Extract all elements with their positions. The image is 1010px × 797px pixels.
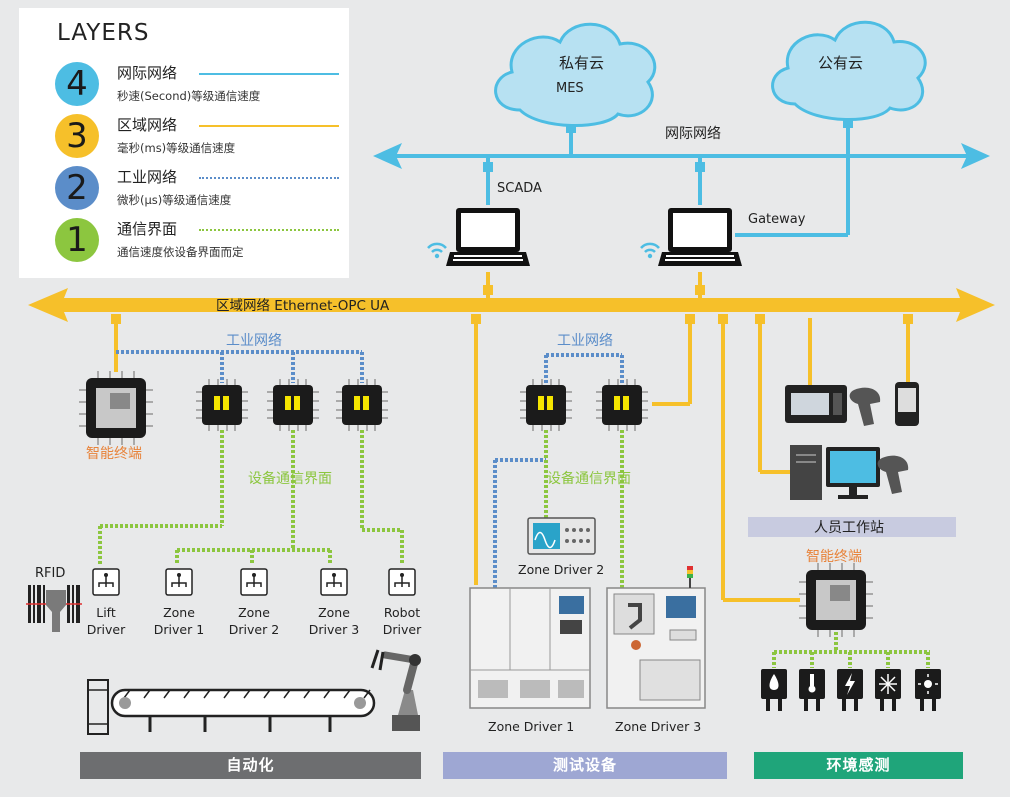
public-cloud-shape: [771, 20, 927, 122]
test-machine-1-icon: [469, 587, 591, 709]
driver-label-line1: Zone: [238, 605, 270, 620]
legend-layer-2: 2 工业网络 微秒(µs)等级通信速度: [55, 166, 345, 216]
wifi-icon: [426, 242, 448, 260]
driver-label-line2: Driver 2: [229, 622, 279, 637]
layer-line-sample: [199, 125, 339, 127]
layer-number-badge: 1: [55, 218, 99, 262]
smart-terminal-left-icon: [78, 370, 154, 446]
layer-description: 毫秒(ms)等级通信速度: [117, 141, 236, 155]
area-links: [114, 272, 910, 602]
layer-number-badge: 3: [55, 114, 99, 158]
smart-terminal-right-label: 智能终端: [806, 549, 862, 565]
area-network-label: 区域网络 Ethernet-OPC UA: [216, 298, 390, 314]
rfid-label: RFID: [35, 566, 65, 581]
internet-arrow-right: [961, 143, 990, 169]
monitor-icon: [826, 447, 880, 499]
controller-chip-icon-4: [519, 378, 573, 432]
controller-chip-icon-2: [266, 378, 320, 432]
barcode-icon: [26, 585, 82, 623]
industrial-network-left-label: 工业网络: [226, 333, 282, 349]
mes-label: MES: [556, 81, 584, 96]
layer-line-sample: [199, 229, 339, 231]
controller-chip-icon: [195, 378, 249, 432]
zone-driver-3-test-label: Zone Driver 3: [615, 719, 701, 734]
zone-driver-1-icon: [165, 568, 193, 596]
internet-label: 网际网络: [665, 126, 721, 142]
legend-layer-1: 1 通信界面 通信速度依设备界面而定: [55, 218, 345, 268]
zone-driver-3-icon: [320, 568, 348, 596]
zone-driver-2-test-label: Zone Driver 2: [518, 562, 604, 577]
barcode-scanner-icon-2: [877, 455, 909, 494]
legend-layer-3: 3 区域网络 毫秒(ms)等级通信速度: [55, 114, 345, 164]
layers-legend: LAYERS 4 网际网络 秒速(Second)等级通信速度 3 区域网络 毫秒…: [19, 8, 349, 278]
wifi-icon-2: [639, 242, 661, 260]
section-test-equipment: 测试设备: [443, 752, 727, 779]
robot-driver-icon: [388, 568, 416, 596]
power-sensor-icon: [837, 669, 863, 711]
zone-driver-1-test-label: Zone Driver 1: [488, 719, 574, 734]
private-cloud-shape: [494, 22, 657, 128]
driver-label-line2: Driver: [87, 622, 126, 637]
device-interface-mid-label: 设备通信界面: [547, 470, 631, 487]
mobile-terminal-icon: [895, 382, 919, 426]
area-connectors: [111, 285, 913, 324]
driver-label-line1: Zone: [318, 605, 350, 620]
internet-arrow-left: [373, 143, 402, 169]
smart-terminal-left-label: 智能终端: [86, 446, 142, 462]
layer-name: 区域网络: [117, 116, 178, 134]
rfid-scanner-icon: [46, 590, 66, 632]
personnel-station-bar: [748, 517, 956, 537]
pc-tower-icon: [790, 445, 822, 500]
driver-label-line2: Driver 3: [309, 622, 359, 637]
interface-links: [98, 430, 930, 668]
controller-chip-icon-3: [335, 378, 389, 432]
signal-analyzer-icon: [527, 517, 596, 555]
controller-chip-icon-5: [595, 378, 649, 432]
layer-line-sample: [199, 177, 339, 179]
robot-arm-icon: [370, 649, 421, 731]
hmi-panel-icon: [785, 385, 847, 423]
driver-label-line1: Zone: [163, 605, 195, 620]
section-environment-sensing: 环境感测: [754, 752, 963, 779]
driver-label-line2: Driver: [383, 622, 422, 637]
smart-terminal-right-icon: [798, 562, 874, 638]
public-cloud-label: 公有云: [818, 54, 863, 72]
layer-description: 微秒(µs)等级通信速度: [117, 193, 232, 207]
driver-label-line1: Robot: [384, 605, 420, 620]
scada-laptop-icon: [446, 208, 530, 266]
layer-number-badge: 2: [55, 166, 99, 210]
driver-label-line1: Lift: [96, 605, 116, 620]
layer-description: 秒速(Second)等级通信速度: [117, 89, 261, 103]
gateway-laptop-icon: [658, 208, 742, 266]
zone-driver-2-icon: [240, 568, 268, 596]
device-interface-left-label: 设备通信界面: [248, 470, 332, 487]
industrial-network-mid-label: 工业网络: [557, 333, 613, 349]
legend-title: LAYERS: [57, 20, 150, 46]
test-machine-3-icon: [606, 566, 706, 709]
layer-line-sample: [199, 73, 339, 75]
layer-name: 网际网络: [117, 64, 178, 82]
layer-description: 通信速度依设备界面而定: [117, 245, 244, 259]
legend-layer-4: 4 网际网络 秒速(Second)等级通信速度: [55, 62, 345, 112]
area-network-bar: [28, 288, 995, 322]
layer-name: 通信界面: [117, 220, 178, 238]
lift-driver-icon: [92, 568, 120, 596]
gateway-label: Gateway: [748, 212, 806, 227]
conveyor-icon: [87, 679, 376, 735]
layer-name: 工业网络: [117, 168, 178, 186]
personnel-station-label: 人员工作站: [814, 520, 884, 536]
scada-label: SCADA: [497, 181, 542, 196]
driver-label-line2: Driver 1: [154, 622, 204, 637]
private-cloud-label: 私有云: [559, 54, 604, 72]
layer-number-badge: 4: [55, 62, 99, 106]
barcode-scanner-icon: [849, 387, 881, 426]
section-automation: 自动化: [80, 752, 421, 779]
